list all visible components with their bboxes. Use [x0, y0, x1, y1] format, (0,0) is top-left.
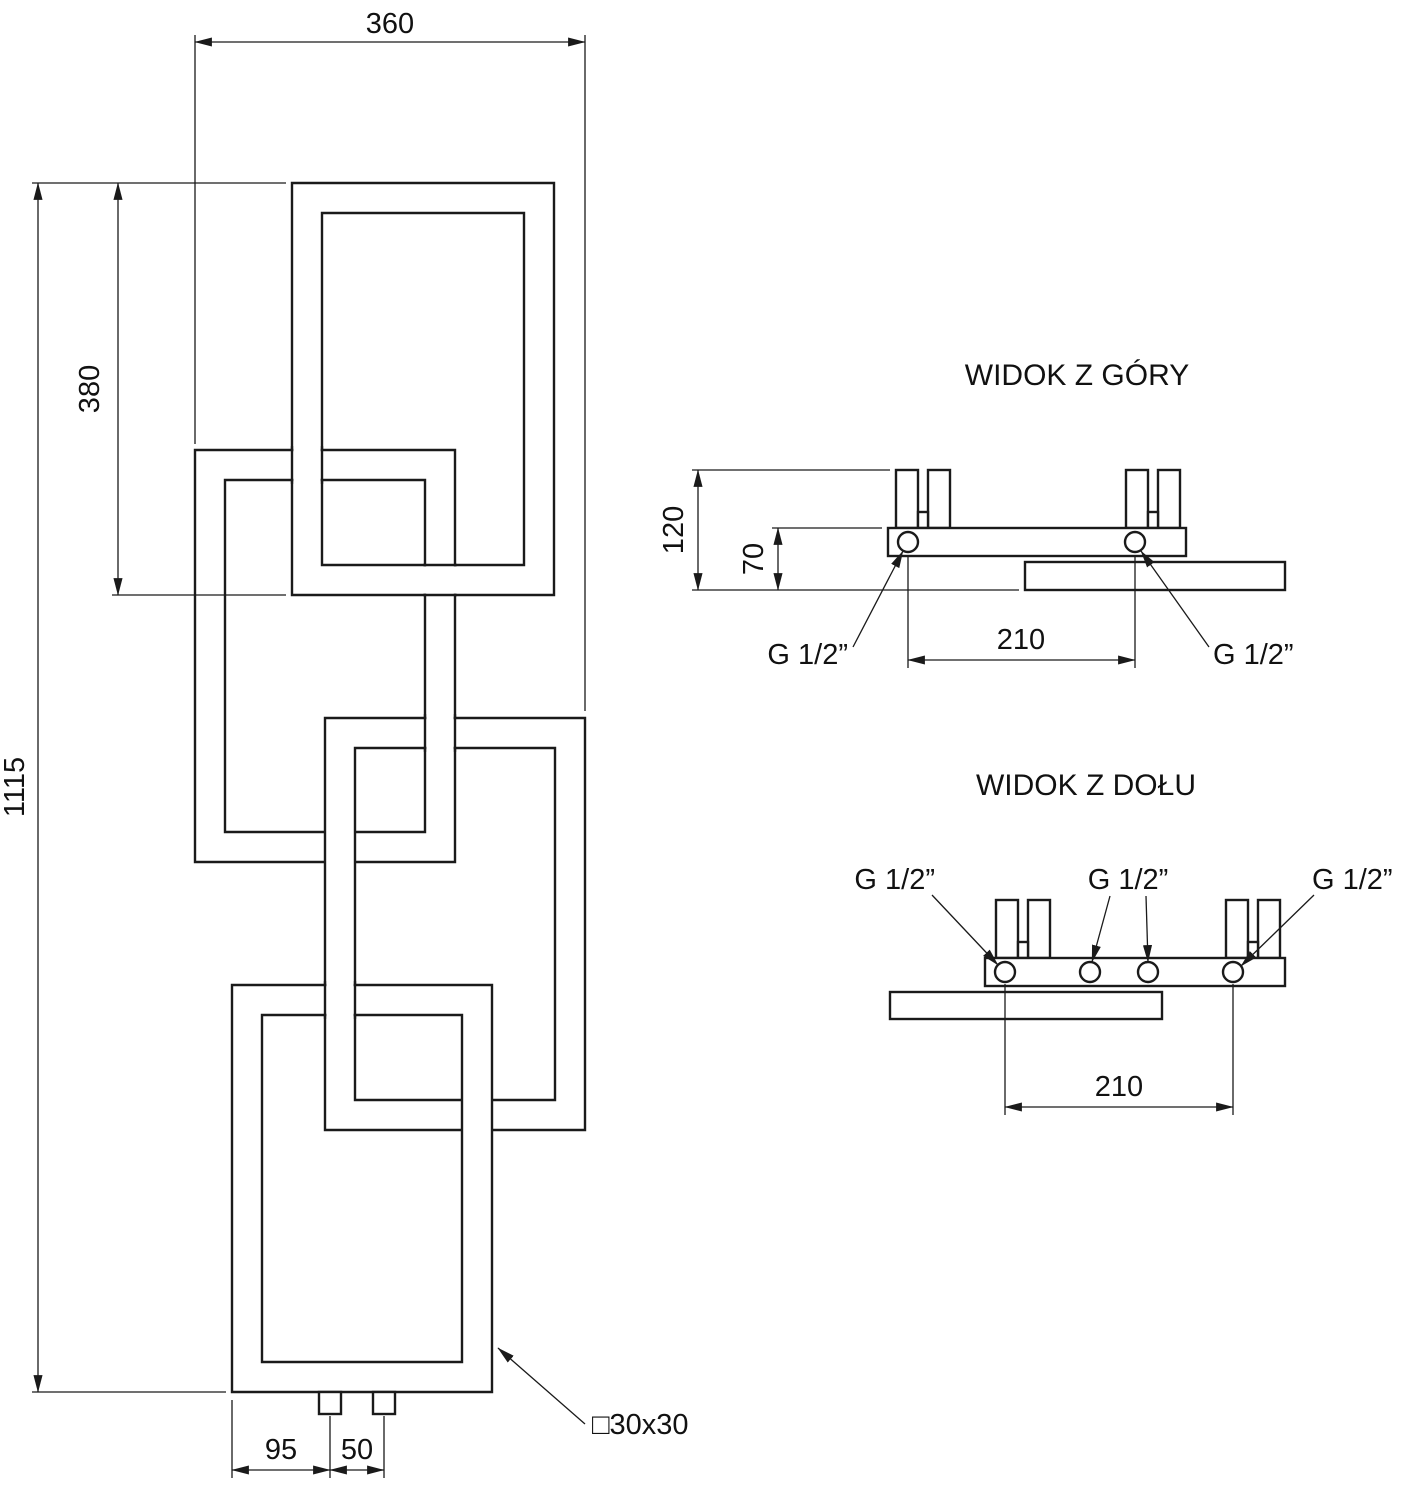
thread-leader-left: [852, 550, 904, 648]
bottom-view-title: WIDOK Z DOŁU: [976, 769, 1196, 802]
top-view-dimensions: 120 70 210 G 1/2” G 1/2”: [658, 469, 1294, 671]
frame-1: [290, 181, 556, 597]
bracket-plate: [1156, 468, 1182, 530]
thread-leader-center-a: [1091, 895, 1111, 963]
profile-callout-leader: [497, 1347, 586, 1425]
thread-leader-right: [1140, 550, 1210, 648]
weave-patch-4: [323, 981, 357, 1019]
bracket-plate: [994, 898, 1020, 960]
bracket-plate: [1124, 468, 1150, 530]
tube-bar-far: [1023, 560, 1287, 592]
tube-bar-far: [888, 990, 1164, 1021]
dim-connection-spacing-value: 210: [997, 624, 1045, 656]
dim-frame-height-value: 380: [74, 365, 106, 413]
profile-callout-label: □30x30: [592, 1409, 689, 1441]
weave-patch-3: [423, 714, 457, 752]
thread-leader-right: [1240, 894, 1315, 967]
dim-width-value: 360: [366, 8, 414, 40]
dim-connector-spacing-value: 50: [341, 1434, 373, 1466]
frame-2: [193, 448, 457, 864]
dim-offset-value: 70: [738, 543, 770, 575]
bracket-plate: [894, 468, 920, 530]
thread-label-left: G 1/2”: [767, 639, 848, 671]
thread-boss: [993, 960, 1017, 984]
dim-connector-offset-value: 95: [265, 1434, 297, 1466]
bracket-clip: [1146, 510, 1160, 530]
bracket-clip: [916, 510, 930, 530]
thread-leader-center-b: [1142, 895, 1153, 963]
top-view: WIDOK Z GÓRY: [886, 359, 1287, 592]
connector-stub-left: [317, 1390, 343, 1416]
thread-boss: [896, 530, 920, 554]
thread-boss: [1078, 960, 1102, 984]
weave-patch-2: [423, 563, 457, 597]
bottom-view: WIDOK Z DOŁU: [888, 769, 1287, 1021]
top-view-title: WIDOK Z GÓRY: [965, 359, 1189, 392]
bracket-plate: [1026, 898, 1052, 960]
thread-label-left: G 1/2”: [854, 864, 935, 896]
dim-connection-spacing-value: 210: [1095, 1071, 1143, 1103]
dim-total-height-value: 1115: [0, 757, 31, 817]
frame-4: [230, 983, 494, 1394]
thread-leader-left: [931, 894, 999, 966]
bottom-view-dimensions: G 1/2” G 1/2” G 1/2” 210: [854, 864, 1393, 1115]
bracket-plate: [926, 468, 952, 530]
thread-boss: [1136, 960, 1160, 984]
weave-patch-1: [290, 446, 324, 484]
bracket-plate: [1256, 898, 1282, 960]
thread-boss: [1123, 530, 1147, 554]
thread-label-center: G 1/2”: [1088, 864, 1169, 896]
bracket-clip: [1016, 940, 1030, 960]
front-view-dimensions: 360 380 1115 95 50 □30x30: [0, 8, 689, 1478]
thread-label-right: G 1/2”: [1213, 639, 1294, 671]
thread-boss: [1221, 960, 1245, 984]
bracket-clip: [1246, 940, 1260, 960]
thread-label-right: G 1/2”: [1312, 864, 1393, 896]
connector-stub-right: [371, 1390, 397, 1416]
bracket-plate: [1224, 898, 1250, 960]
dim-depth-value: 120: [658, 506, 690, 554]
front-view: [193, 181, 587, 1416]
